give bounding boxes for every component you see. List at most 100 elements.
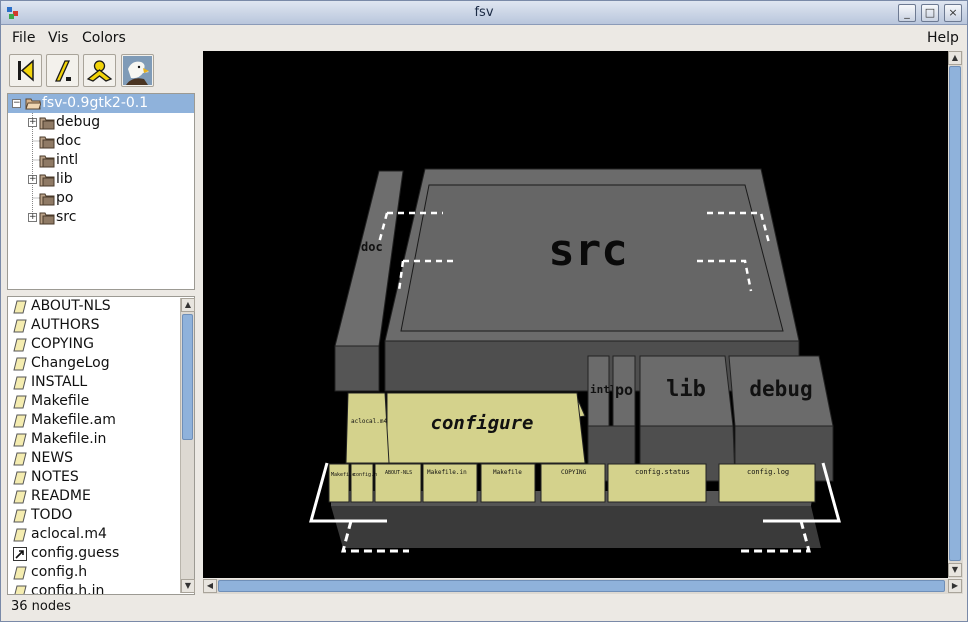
file-label: TODO	[31, 507, 73, 523]
folder-icon	[39, 174, 55, 187]
small-files-row	[328, 463, 816, 503]
expand-icon[interactable]: +	[28, 117, 37, 127]
tree-item-intl[interactable]: intl	[8, 151, 194, 170]
directory-tree[interactable]: − fsv-0.9gtk2-0.1 + debug doc intl + lib po + sr…	[7, 93, 195, 290]
expand-icon[interactable]: +	[28, 212, 37, 222]
root-platform-front	[331, 506, 821, 548]
tree-item-label: lib	[56, 171, 73, 187]
back-button[interactable]	[9, 54, 42, 87]
selection-marks	[377, 211, 771, 292]
status-bar: 36 nodes	[11, 599, 71, 614]
open-folder-icon	[25, 98, 41, 110]
file-icon	[13, 509, 27, 523]
maximize-button[interactable]: □	[921, 4, 939, 22]
tree-item-lib[interactable]: + lib	[8, 170, 194, 189]
tree-lines	[32, 113, 40, 217]
file-label: NEWS	[31, 450, 74, 466]
viewport-scroll-right[interactable]: ▶	[948, 579, 962, 593]
cd-up-button[interactable]	[46, 54, 79, 87]
makefile-label: Makefile	[493, 469, 522, 476]
tree-root-label: fsv-0.9gtk2-0.1	[42, 95, 149, 111]
file-label: INSTALL	[31, 374, 88, 390]
selection-brackets	[309, 462, 841, 553]
config-h-label: config.h	[353, 472, 377, 478]
file-label: config.h	[31, 564, 88, 580]
file-icon	[13, 395, 27, 409]
file-icon	[13, 452, 27, 466]
tree-item-doc[interactable]: doc	[8, 132, 194, 151]
viewport-scroll-down[interactable]: ▼	[948, 563, 962, 577]
tree-item-debug[interactable]: + debug	[8, 113, 194, 132]
3d-viewport[interactable]: doc src intl po lib debug	[203, 51, 948, 578]
file-icon	[13, 357, 27, 371]
lib-label: lib	[666, 377, 706, 402]
birdseye-button[interactable]	[83, 54, 116, 87]
file-icon	[13, 433, 27, 447]
file-icon	[13, 319, 27, 333]
tree-item-po[interactable]: po	[8, 189, 194, 208]
file-icon	[13, 338, 27, 352]
menu-colors[interactable]: Colors	[82, 30, 126, 46]
scroll-thumb[interactable]	[182, 314, 193, 440]
file-label: config.guess	[31, 545, 120, 561]
tree-item-label: debug	[56, 114, 101, 130]
viewport-hscroll-thumb[interactable]	[218, 580, 945, 592]
viewport-scroll-left[interactable]: ◀	[203, 579, 217, 593]
viewport-vscroll-thumb[interactable]	[949, 66, 961, 561]
file-list-scrollbar[interactable]: ▲ ▼	[180, 298, 195, 593]
tree-item-label: src	[56, 209, 77, 225]
tree-item-src[interactable]: + src	[8, 208, 194, 227]
menu-help[interactable]: Help	[927, 30, 959, 46]
viewport-vertical-scrollbar[interactable]: ▲ ▼	[948, 51, 963, 578]
minimize-button[interactable]: _	[898, 4, 916, 22]
scroll-down-arrow[interactable]: ▼	[181, 579, 195, 593]
file-icon	[13, 471, 27, 485]
src-label: src	[548, 225, 627, 276]
po-label: po	[615, 381, 633, 399]
folder-icon	[39, 155, 55, 168]
tree-item-label: intl	[56, 152, 79, 168]
file-icon	[13, 490, 27, 504]
menu-bar: File Vis Colors Help	[1, 26, 967, 50]
eagle-view-button[interactable]	[121, 54, 154, 87]
file-icon	[13, 528, 27, 542]
folder-icon	[39, 212, 55, 225]
scroll-up-arrow[interactable]: ▲	[181, 298, 195, 312]
file-label: Makefile.am	[31, 412, 116, 428]
src-folder-face	[400, 184, 784, 332]
file-label: ChangeLog	[31, 355, 110, 371]
folder-icon	[39, 193, 55, 206]
file-icon	[13, 376, 27, 390]
file-label: COPYING	[31, 336, 94, 352]
about-nls-label: ABOUT-NLS	[385, 470, 412, 476]
file-label: ABOUT-NLS	[31, 298, 111, 314]
eagle-view-icon	[123, 56, 152, 85]
tree-item-label: doc	[56, 133, 82, 149]
intl-label: intl	[590, 383, 617, 396]
viewport-scroll-up[interactable]: ▲	[948, 51, 962, 65]
aclocal-block	[345, 392, 390, 464]
folder-icon	[39, 136, 55, 149]
app-icon	[7, 7, 18, 19]
file-icon	[13, 414, 27, 428]
expand-icon[interactable]: +	[28, 174, 37, 184]
title-bar[interactable]: fsv _ □ ×	[1, 1, 967, 25]
fs-scene[interactable]: doc src intl po lib debug	[203, 51, 948, 578]
aclocal-label: aclocal.m4	[351, 418, 388, 425]
copying-label: COPYING	[561, 469, 587, 476]
close-button[interactable]: ×	[944, 4, 962, 22]
tree-item-label: po	[56, 190, 74, 206]
file-label: Makefile	[31, 393, 90, 409]
tree-item-root[interactable]: − fsv-0.9gtk2-0.1	[8, 94, 194, 113]
makefile-small-label: Makefile	[331, 472, 355, 478]
collapse-icon[interactable]: −	[12, 98, 21, 108]
menu-file[interactable]: File	[12, 30, 36, 46]
viewport-horizontal-scrollbar[interactable]: ◀ ▶	[203, 579, 963, 594]
file-label: NOTES	[31, 469, 79, 485]
folder-icon	[39, 117, 55, 130]
close-icon: ×	[948, 6, 958, 19]
file-label: Makefile.in	[31, 431, 107, 447]
makefile-in-label: Makefile.in	[427, 469, 467, 476]
menu-vis[interactable]: Vis	[48, 30, 69, 46]
